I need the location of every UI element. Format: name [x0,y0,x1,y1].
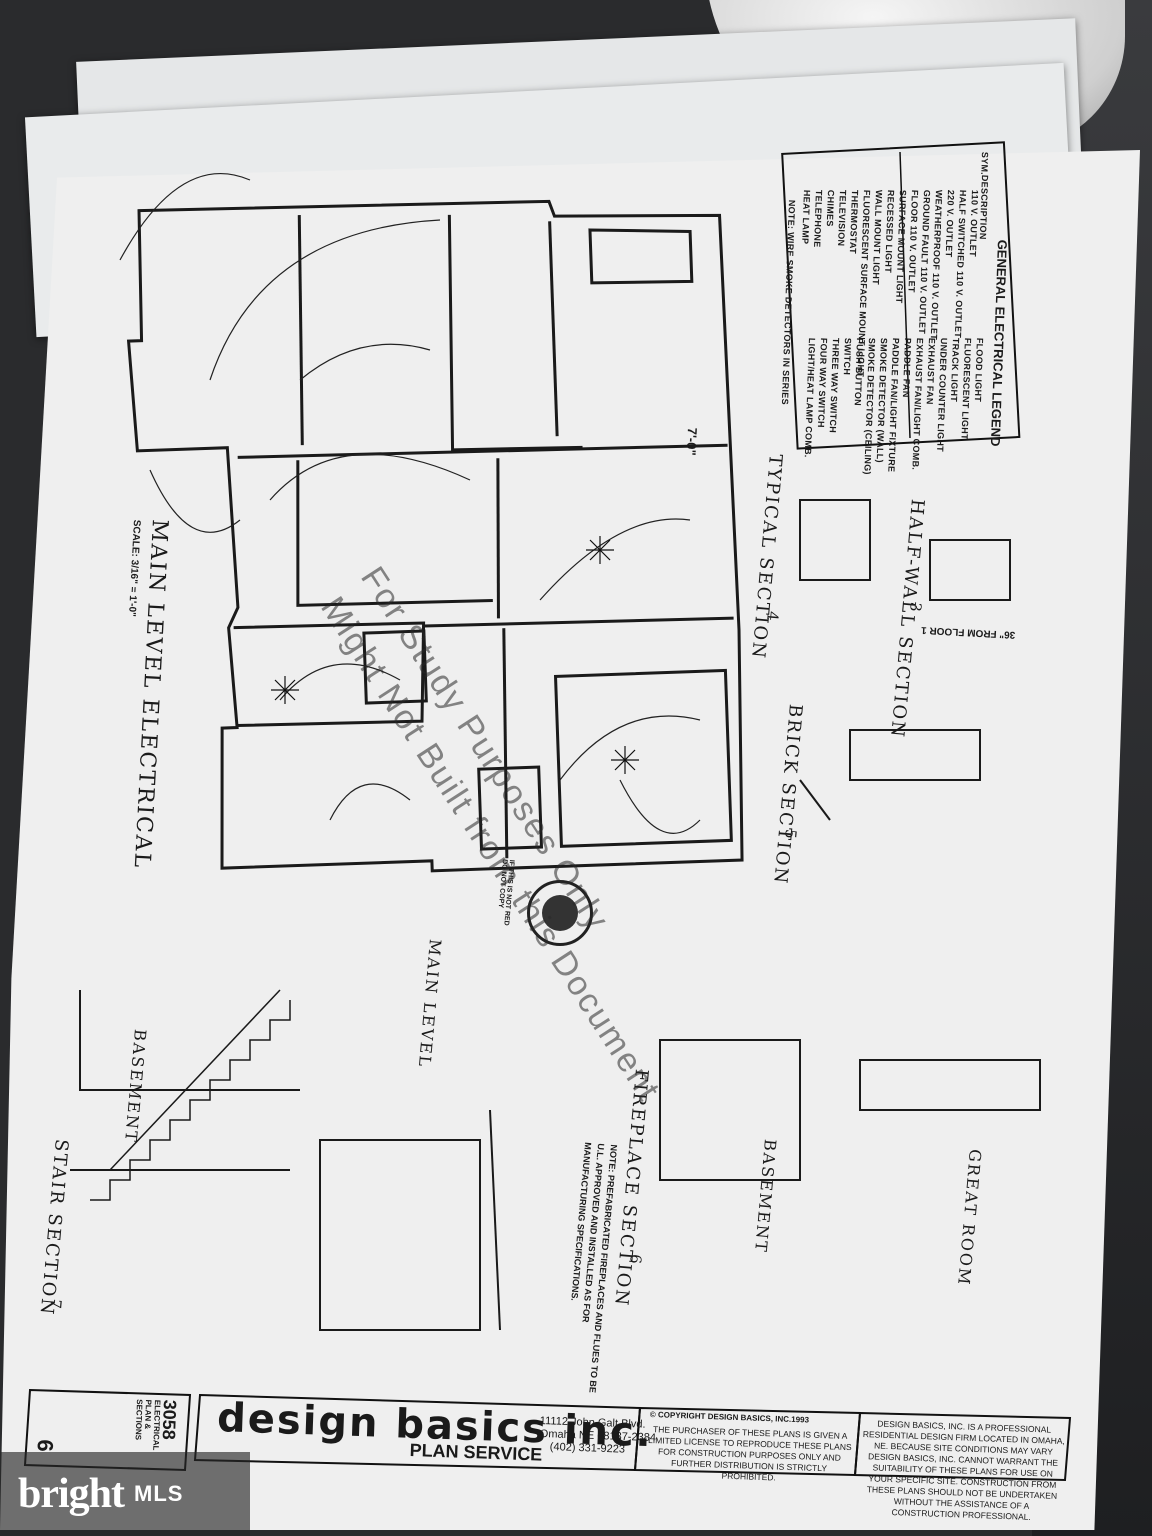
legend-item: TELEPHONE [811,189,824,248]
legend-item: EXHAUST FAN [924,337,937,405]
legend-item: FOUR WAY SWITCH [815,337,829,428]
legend-item: THREE WAY SWITCH [827,337,841,434]
section-brick-no: 5 [781,828,800,842]
legend-item: FLOOD LIGHT [972,337,985,403]
legend-right-list: FLOOD LIGHT FLUORESCENT LIGHT TRACK LIGH… [803,318,985,475]
bright-mls-logo: bright MLS [0,1452,250,1536]
legend-item: RECESSED LIGHT [883,189,896,274]
legend-item: TELEVISION [836,189,848,247]
legend-item: FLUORESCENT LIGHT [959,337,973,441]
sheet-number: 6 [32,1439,58,1453]
legend-item: WALL MOUNT LIGHT [870,189,884,286]
address-phone: (402) 331-9223 [549,1441,626,1456]
legend-item: 220 V. OUTLET [943,189,956,258]
legend-item: UNDER COUNTER LIGHT [935,337,949,453]
original-stamp [527,880,593,946]
plan-dimension: 7'-0" [683,427,700,457]
legend-item: PUSH BUTTON [852,337,865,407]
section-half-wall-no: 3 [906,601,925,615]
section-fireplace-no: 6 [626,1253,645,1267]
legend-item: TRACK LIGHT [948,337,961,403]
sheet-description: ELECTRICAL PLAN & SECTIONS [133,1399,162,1451]
legend-item: CHIMES [824,189,836,227]
legend-item: THERMOSTAT [847,189,860,255]
blueprint-sheet [0,150,1140,1530]
legend-col-sym: SYM. [979,151,990,176]
section-typical-no: 4 [763,610,782,624]
legend-item: 110 V. OUTLET [967,189,980,258]
legend-item: SWITCH [841,337,853,376]
legend-left-list: 110 V. OUTLET HALF SWITCHED 110 V. OUTLE… [800,168,980,378]
legend-item: PADDLE FAN [900,337,913,398]
bright-logo-text: bright [18,1471,125,1517]
section-stair-no: 7 [46,1298,65,1312]
mls-logo-text: MLS [134,1481,184,1506]
legend-item: HEAT LAMP [800,189,812,245]
disclaimer-text: DESIGN BASICS, INC. IS A PROFESSIONAL RE… [862,1418,1066,1522]
license-text: THE PURCHASER OF THESE PLANS IS GIVEN A … [647,1424,852,1483]
